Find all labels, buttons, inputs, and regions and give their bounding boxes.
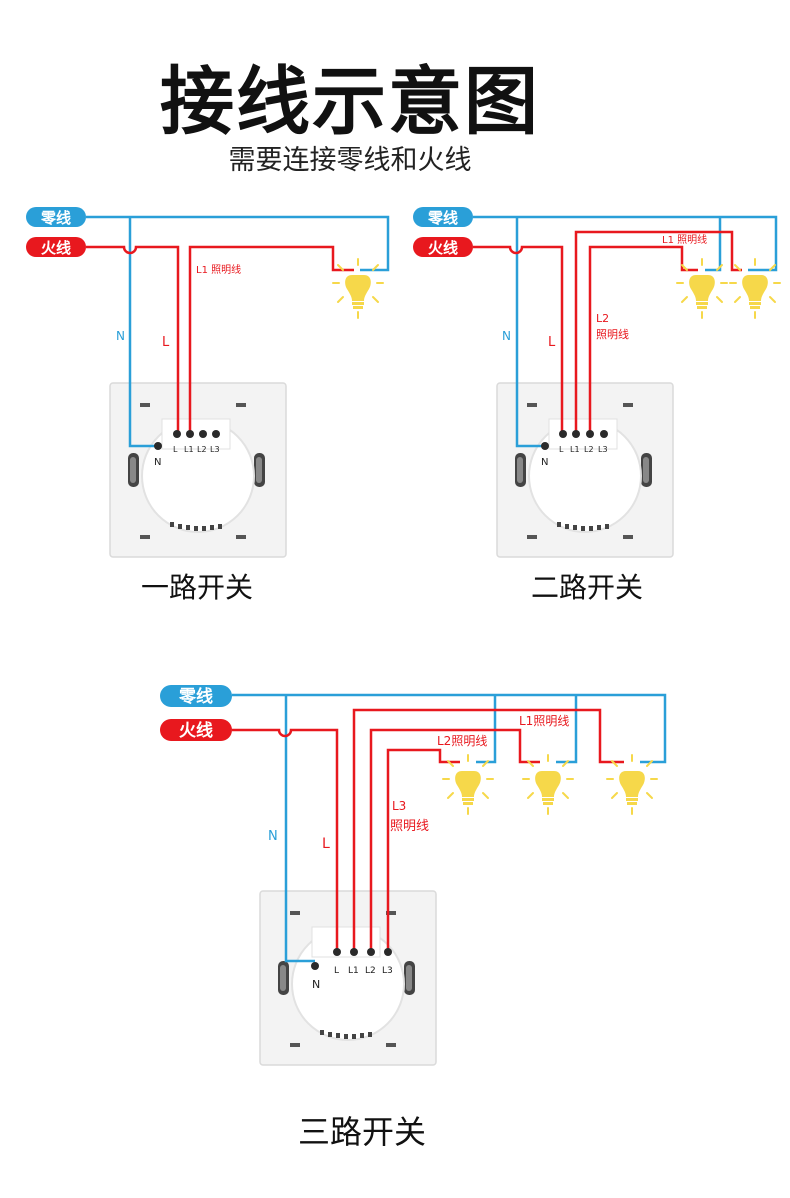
terminal-l: L	[173, 445, 178, 454]
l2-label: L2	[596, 312, 609, 325]
terminal-l1: L1	[184, 445, 194, 454]
l1-lighting-label: L1照明线	[519, 714, 569, 728]
l-wire-label: L	[322, 836, 330, 852]
n-wire-label: N	[116, 329, 125, 343]
l2-lighting-label: L2照明线	[437, 734, 487, 748]
terminal-n: N	[541, 457, 548, 468]
n-wire-label: N	[268, 829, 278, 844]
page-subtitle: 需要连接零线和火线	[228, 145, 472, 176]
live-tag: 火线	[41, 239, 71, 257]
l-wire-label: L	[162, 335, 170, 350]
terminal-l: L	[334, 966, 339, 976]
n-wire-label: N	[502, 329, 511, 343]
neutral-tag: 零线	[427, 209, 458, 227]
live-tag: 火线	[179, 720, 213, 741]
terminal-l2: L2	[365, 966, 376, 976]
caption-one-way: 一路开关	[141, 571, 253, 604]
terminal-l2: L2	[584, 445, 594, 454]
caption-three-way: 三路开关	[298, 1113, 426, 1151]
terminal-l3: L3	[382, 966, 393, 976]
l3-lighting-label: 照明线	[390, 819, 429, 834]
l1-lighting-label: L1 照明线	[196, 263, 241, 276]
live-tag: 火线	[428, 239, 458, 257]
l1-lighting-label: L1 照明线	[662, 233, 707, 246]
l-wire-label: L	[548, 335, 556, 350]
l3-label: L3	[392, 799, 406, 813]
terminal-l1: L1	[570, 445, 580, 454]
neutral-tag: 零线	[178, 686, 213, 707]
terminal-l2: L2	[197, 445, 207, 454]
terminal-n: N	[154, 457, 161, 468]
diagram-three-way: 零线 火线 N L L1照明线 L2照明线 L3 照明线 N L L1 L2 L…	[160, 685, 667, 1151]
terminal-l3: L3	[598, 445, 608, 454]
terminal-l3: L3	[210, 445, 220, 454]
neutral-tag: 零线	[40, 209, 71, 227]
caption-two-way: 二路开关	[531, 571, 643, 604]
terminal-n: N	[312, 978, 320, 991]
terminal-l1: L1	[348, 966, 359, 976]
page-title: 接线示意图	[160, 59, 540, 145]
l2-lighting-label: 照明线	[596, 327, 629, 341]
terminal-l: L	[559, 445, 564, 454]
diagram-one-way: 零线 火线 N L L1 照明线 N L L1 L2 L3 一路开关	[26, 207, 390, 604]
diagram-two-way: 零线 火线 N L L1 照明线 L2 照明线 N L L1 L2 L3 二路开…	[413, 207, 781, 604]
